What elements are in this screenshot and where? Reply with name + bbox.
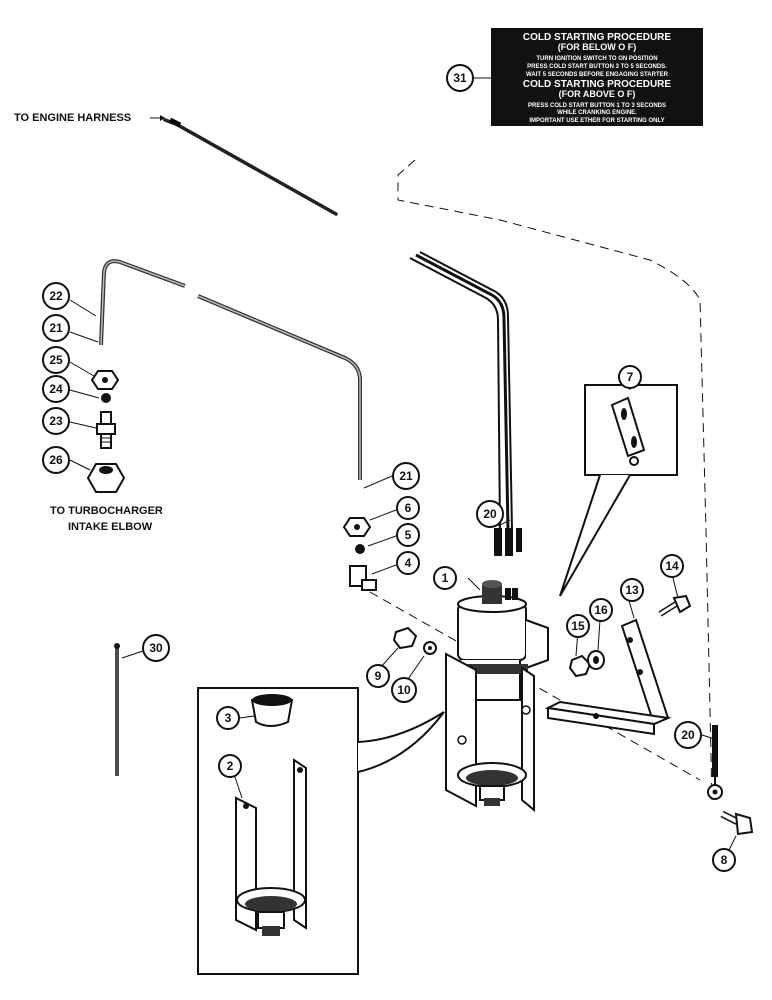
nut-15 — [568, 654, 592, 678]
callout-3: 3 — [216, 706, 240, 730]
decal-line4: PRESS COLD START BUTTON 1 TO 3 SECONDS — [528, 103, 666, 109]
callout-21b: 21 — [392, 462, 420, 490]
decal-sub-above: (FOR ABOVE O F) — [559, 89, 636, 99]
dashed-outline — [397, 159, 713, 801]
svg-text:30: 30 — [149, 641, 163, 655]
callout-21a: 21 — [42, 314, 70, 342]
label-to-turbocharger: TO TURBOCHARGER — [50, 505, 163, 517]
lockwasher-10 — [423, 641, 437, 655]
callout-2: 2 — [218, 754, 242, 778]
callout-10: 10 — [391, 677, 417, 703]
wire-30 — [114, 643, 120, 776]
decal-line3: WAIT 5 SECONDS BEFORE ENGAGING STARTER — [526, 72, 669, 78]
callout-7: 7 — [618, 365, 642, 389]
svg-text:13: 13 — [625, 583, 639, 597]
svg-text:1: 1 — [442, 571, 449, 585]
decal-line1: TURN IGNITION SWITCH TO ON POSITION — [536, 56, 657, 62]
adapter-26 — [86, 463, 126, 493]
svg-text:8: 8 — [721, 853, 728, 867]
callout-14: 14 — [660, 554, 684, 578]
svg-text:6: 6 — [405, 501, 412, 515]
tube-assembly-left — [99, 259, 186, 346]
svg-text:20: 20 — [681, 728, 695, 742]
elbow-4 — [349, 565, 377, 591]
callout-26: 26 — [42, 446, 70, 474]
svg-text:20: 20 — [483, 507, 497, 521]
svg-text:23: 23 — [49, 414, 63, 428]
svg-text:4: 4 — [405, 556, 412, 570]
callout-31: 31 — [446, 64, 474, 92]
callout-25: 25 — [42, 346, 70, 374]
svg-text:5: 5 — [405, 528, 412, 542]
tube-assembly-middle — [197, 294, 362, 480]
svg-text:15: 15 — [571, 619, 585, 633]
decal-title-above: COLD STARTING PROCEDURE — [523, 79, 671, 90]
svg-text:9: 9 — [375, 669, 382, 683]
bolt-8 — [720, 810, 754, 836]
svg-text:31: 31 — [453, 71, 467, 85]
callout-20b: 20 — [674, 721, 702, 749]
bolt-14 — [658, 594, 692, 617]
ferrule-5 — [355, 544, 365, 554]
svg-text:14: 14 — [665, 559, 679, 573]
callout-23: 23 — [42, 407, 70, 435]
svg-text:21: 21 — [49, 321, 63, 335]
washer-16 — [587, 650, 605, 670]
nut-25 — [90, 370, 120, 390]
decal-sub-below: (FOR BELOW O F) — [558, 42, 637, 52]
detail-box-7 — [559, 384, 678, 597]
callout-15: 15 — [566, 614, 590, 638]
wiring-harness — [409, 251, 522, 556]
cold-start-decal: COLD STARTING PROCEDURE (FOR BELOW O F) … — [491, 28, 703, 126]
svg-text:10: 10 — [397, 683, 411, 697]
decal-line5: WHILE CRANKING ENGINE. — [557, 110, 637, 116]
svg-text:24: 24 — [49, 382, 63, 396]
ferrule-24 — [101, 393, 111, 403]
detail-box-bracket — [197, 687, 445, 975]
decal-line6: IMPORTANT USE ETHER FOR STARTING ONLY — [529, 118, 664, 124]
wire-20-right — [707, 725, 723, 800]
callout-22: 22 — [42, 282, 70, 310]
dashed-line-lower — [369, 591, 701, 781]
callout-9: 9 — [366, 664, 390, 688]
engine-harness-wire — [150, 115, 338, 216]
decal-title-below: COLD STARTING PROCEDURE — [523, 32, 671, 43]
svg-text:21: 21 — [399, 469, 413, 483]
decal-line2: PRESS COLD START BUTTON 3 TO 5 SECONDS. — [527, 64, 667, 70]
fitting-23 — [96, 411, 116, 449]
svg-text:26: 26 — [49, 453, 63, 467]
svg-text:25: 25 — [49, 353, 63, 367]
callout-13: 13 — [620, 578, 644, 602]
svg-text:3: 3 — [225, 711, 232, 725]
nut-6 — [342, 517, 372, 537]
nut-9 — [392, 626, 418, 650]
callout-4: 4 — [396, 551, 420, 575]
callout-6: 6 — [396, 496, 420, 520]
leader-lines — [69, 77, 737, 853]
callout-16: 16 — [589, 598, 613, 622]
label-intake-elbow: INTAKE ELBOW — [68, 521, 153, 533]
callout-30: 30 — [142, 634, 170, 662]
callout-8: 8 — [712, 848, 736, 872]
callouts: 22 21 25 24 23 26 21 6 5 4 20 1 7 13 14 … — [42, 64, 736, 872]
callout-20a: 20 — [476, 500, 504, 528]
label-to-engine-harness: TO ENGINE HARNESS — [14, 112, 131, 124]
callout-24: 24 — [42, 375, 70, 403]
svg-text:22: 22 — [49, 289, 63, 303]
bracket-13 — [544, 618, 672, 736]
callout-5: 5 — [396, 523, 420, 547]
canister-assembly — [445, 580, 549, 813]
svg-text:7: 7 — [627, 370, 634, 384]
callout-1: 1 — [433, 566, 457, 590]
svg-text:2: 2 — [227, 759, 234, 773]
svg-text:16: 16 — [594, 603, 608, 617]
